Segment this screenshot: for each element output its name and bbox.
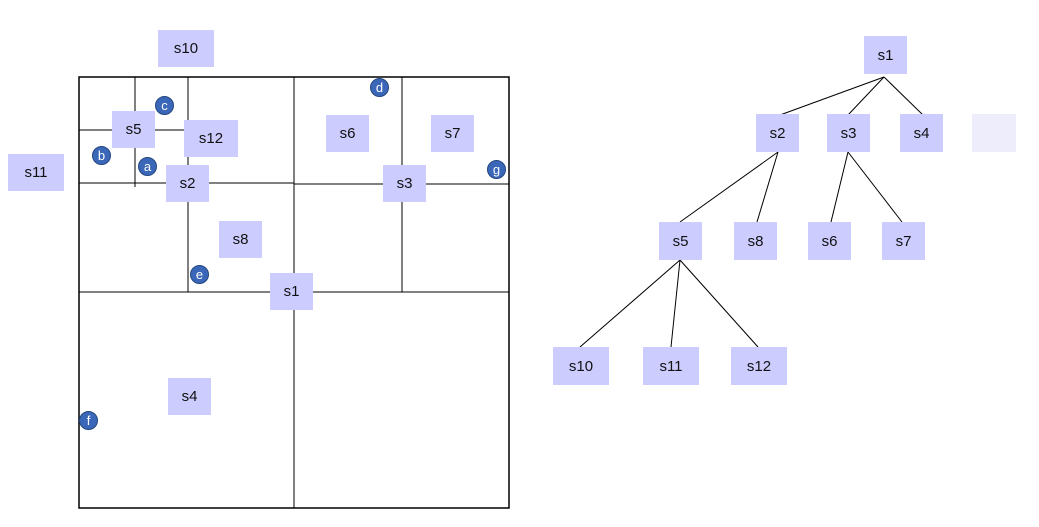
tree-node-s8: s8 [734, 222, 777, 260]
point-marker-d: d [370, 78, 389, 97]
region-label-s7: s7 [431, 115, 474, 152]
region-label-s6: s6 [326, 115, 369, 152]
region-label-s4: s4 [168, 378, 211, 415]
region-label-s10: s10 [158, 30, 214, 67]
region-label-s5: s5 [112, 111, 155, 148]
region-label-s11: s11 [8, 154, 64, 191]
point-marker-c: c [155, 96, 174, 115]
tree-edge-s1-s4 [883, 76, 924, 116]
tree-edge-s1-s3 [847, 76, 885, 116]
point-marker-f: f [79, 411, 98, 430]
region-label-s3: s3 [383, 165, 426, 202]
tree-node-s5: s5 [659, 222, 702, 260]
tree-edge-s2-s8 [756, 151, 779, 223]
tree-edge-s5-s12 [679, 259, 759, 348]
point-marker-g: g [487, 160, 506, 179]
tree-edge-s1-s2 [779, 76, 885, 116]
tree-node-s4: s4 [900, 114, 943, 152]
region-label-s1: s1 [270, 273, 313, 310]
tree-edge-s5-s11 [670, 259, 681, 348]
tree-node-s7: s7 [882, 222, 925, 260]
point-marker-e: e [190, 265, 209, 284]
tree-node-s11: s11 [643, 347, 699, 385]
point-marker-a: a [138, 157, 157, 176]
tree-node-placeholder [972, 114, 1016, 152]
tree-edge-s3-s7 [847, 151, 903, 223]
tree-node-s1: s1 [864, 36, 907, 74]
point-marker-b: b [92, 146, 111, 165]
tree-node-s2: s2 [756, 114, 799, 152]
tree-edge-s5-s10 [579, 259, 681, 348]
tree-edge-s3-s6 [830, 151, 849, 223]
region-label-s8: s8 [219, 221, 262, 258]
tree-node-s3: s3 [827, 114, 870, 152]
region-label-s2: s2 [166, 165, 209, 202]
tree-edge-s2-s5 [679, 151, 779, 223]
tree-node-s12: s12 [731, 347, 787, 385]
tree-node-s6: s6 [808, 222, 851, 260]
tree-node-s10: s10 [553, 347, 609, 385]
region-label-s12: s12 [184, 120, 238, 157]
